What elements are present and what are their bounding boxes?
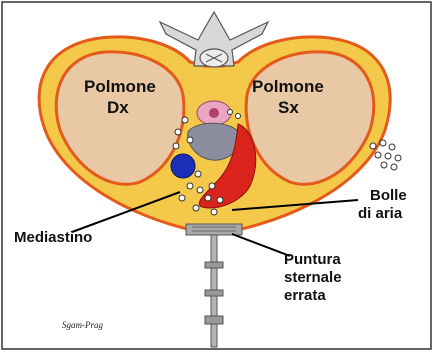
vena-cava	[171, 154, 195, 178]
esophagus	[209, 108, 219, 118]
author-signature: Sgam-Prag	[62, 320, 103, 330]
left-lung-label-line2: Sx	[278, 98, 299, 117]
bolle-label-line1: Bolle	[370, 187, 407, 204]
puntura-label-line2: sternale	[284, 269, 342, 286]
bolle-label-line2: di aria	[358, 205, 403, 222]
right-lung-label-line1: Polmone	[84, 77, 156, 96]
mediastino-label: Mediastino	[14, 229, 92, 246]
sternum	[186, 224, 242, 235]
puntura-label-line3: errata	[284, 287, 326, 304]
puntura-label-line1: Puntura	[284, 251, 341, 268]
right-lung-label-line2: Dx	[107, 98, 129, 117]
left-lung-label-line1: Polmone	[252, 77, 324, 96]
